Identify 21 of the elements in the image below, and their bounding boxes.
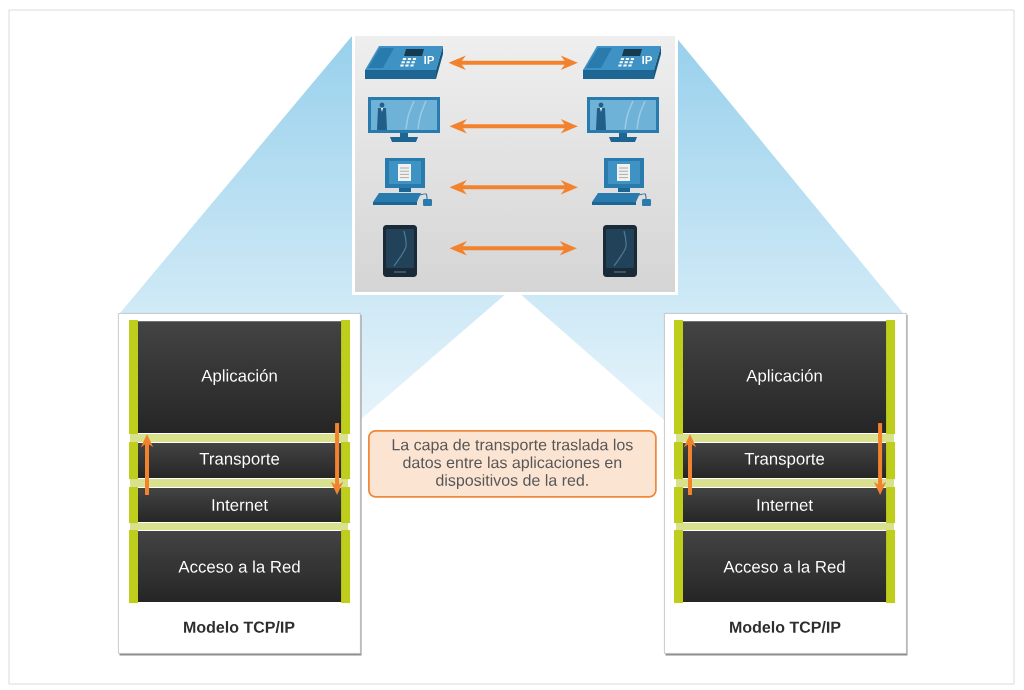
connector-line bbox=[688, 479, 692, 495]
layer-box: Aplicación bbox=[129, 320, 351, 435]
connector-line bbox=[145, 479, 149, 495]
desk-phone: IP bbox=[365, 46, 443, 79]
layer-box: Aplicación bbox=[674, 320, 896, 435]
note-box: La capa de transporte traslada los datos entre las aplicaciones en dispositivos de la red. bbox=[368, 430, 657, 498]
connector-line bbox=[335, 423, 340, 442]
layer-box: Acceso a la Red bbox=[129, 530, 351, 604]
desk-phone: IP bbox=[583, 46, 661, 79]
video-monitor bbox=[587, 97, 659, 142]
video-monitor bbox=[368, 97, 440, 142]
connector-line bbox=[878, 423, 883, 442]
layer-box: Internet bbox=[129, 487, 351, 524]
desktop-computer bbox=[373, 158, 432, 206]
smartphone bbox=[603, 225, 637, 277]
layer-box: Internet bbox=[674, 487, 896, 524]
desktop-computer bbox=[592, 158, 651, 206]
layer-box: Transporte bbox=[129, 442, 351, 480]
layer-box: Transporte bbox=[674, 442, 896, 480]
smartphone bbox=[383, 225, 417, 277]
layer-box: Acceso a la Red bbox=[674, 530, 896, 604]
